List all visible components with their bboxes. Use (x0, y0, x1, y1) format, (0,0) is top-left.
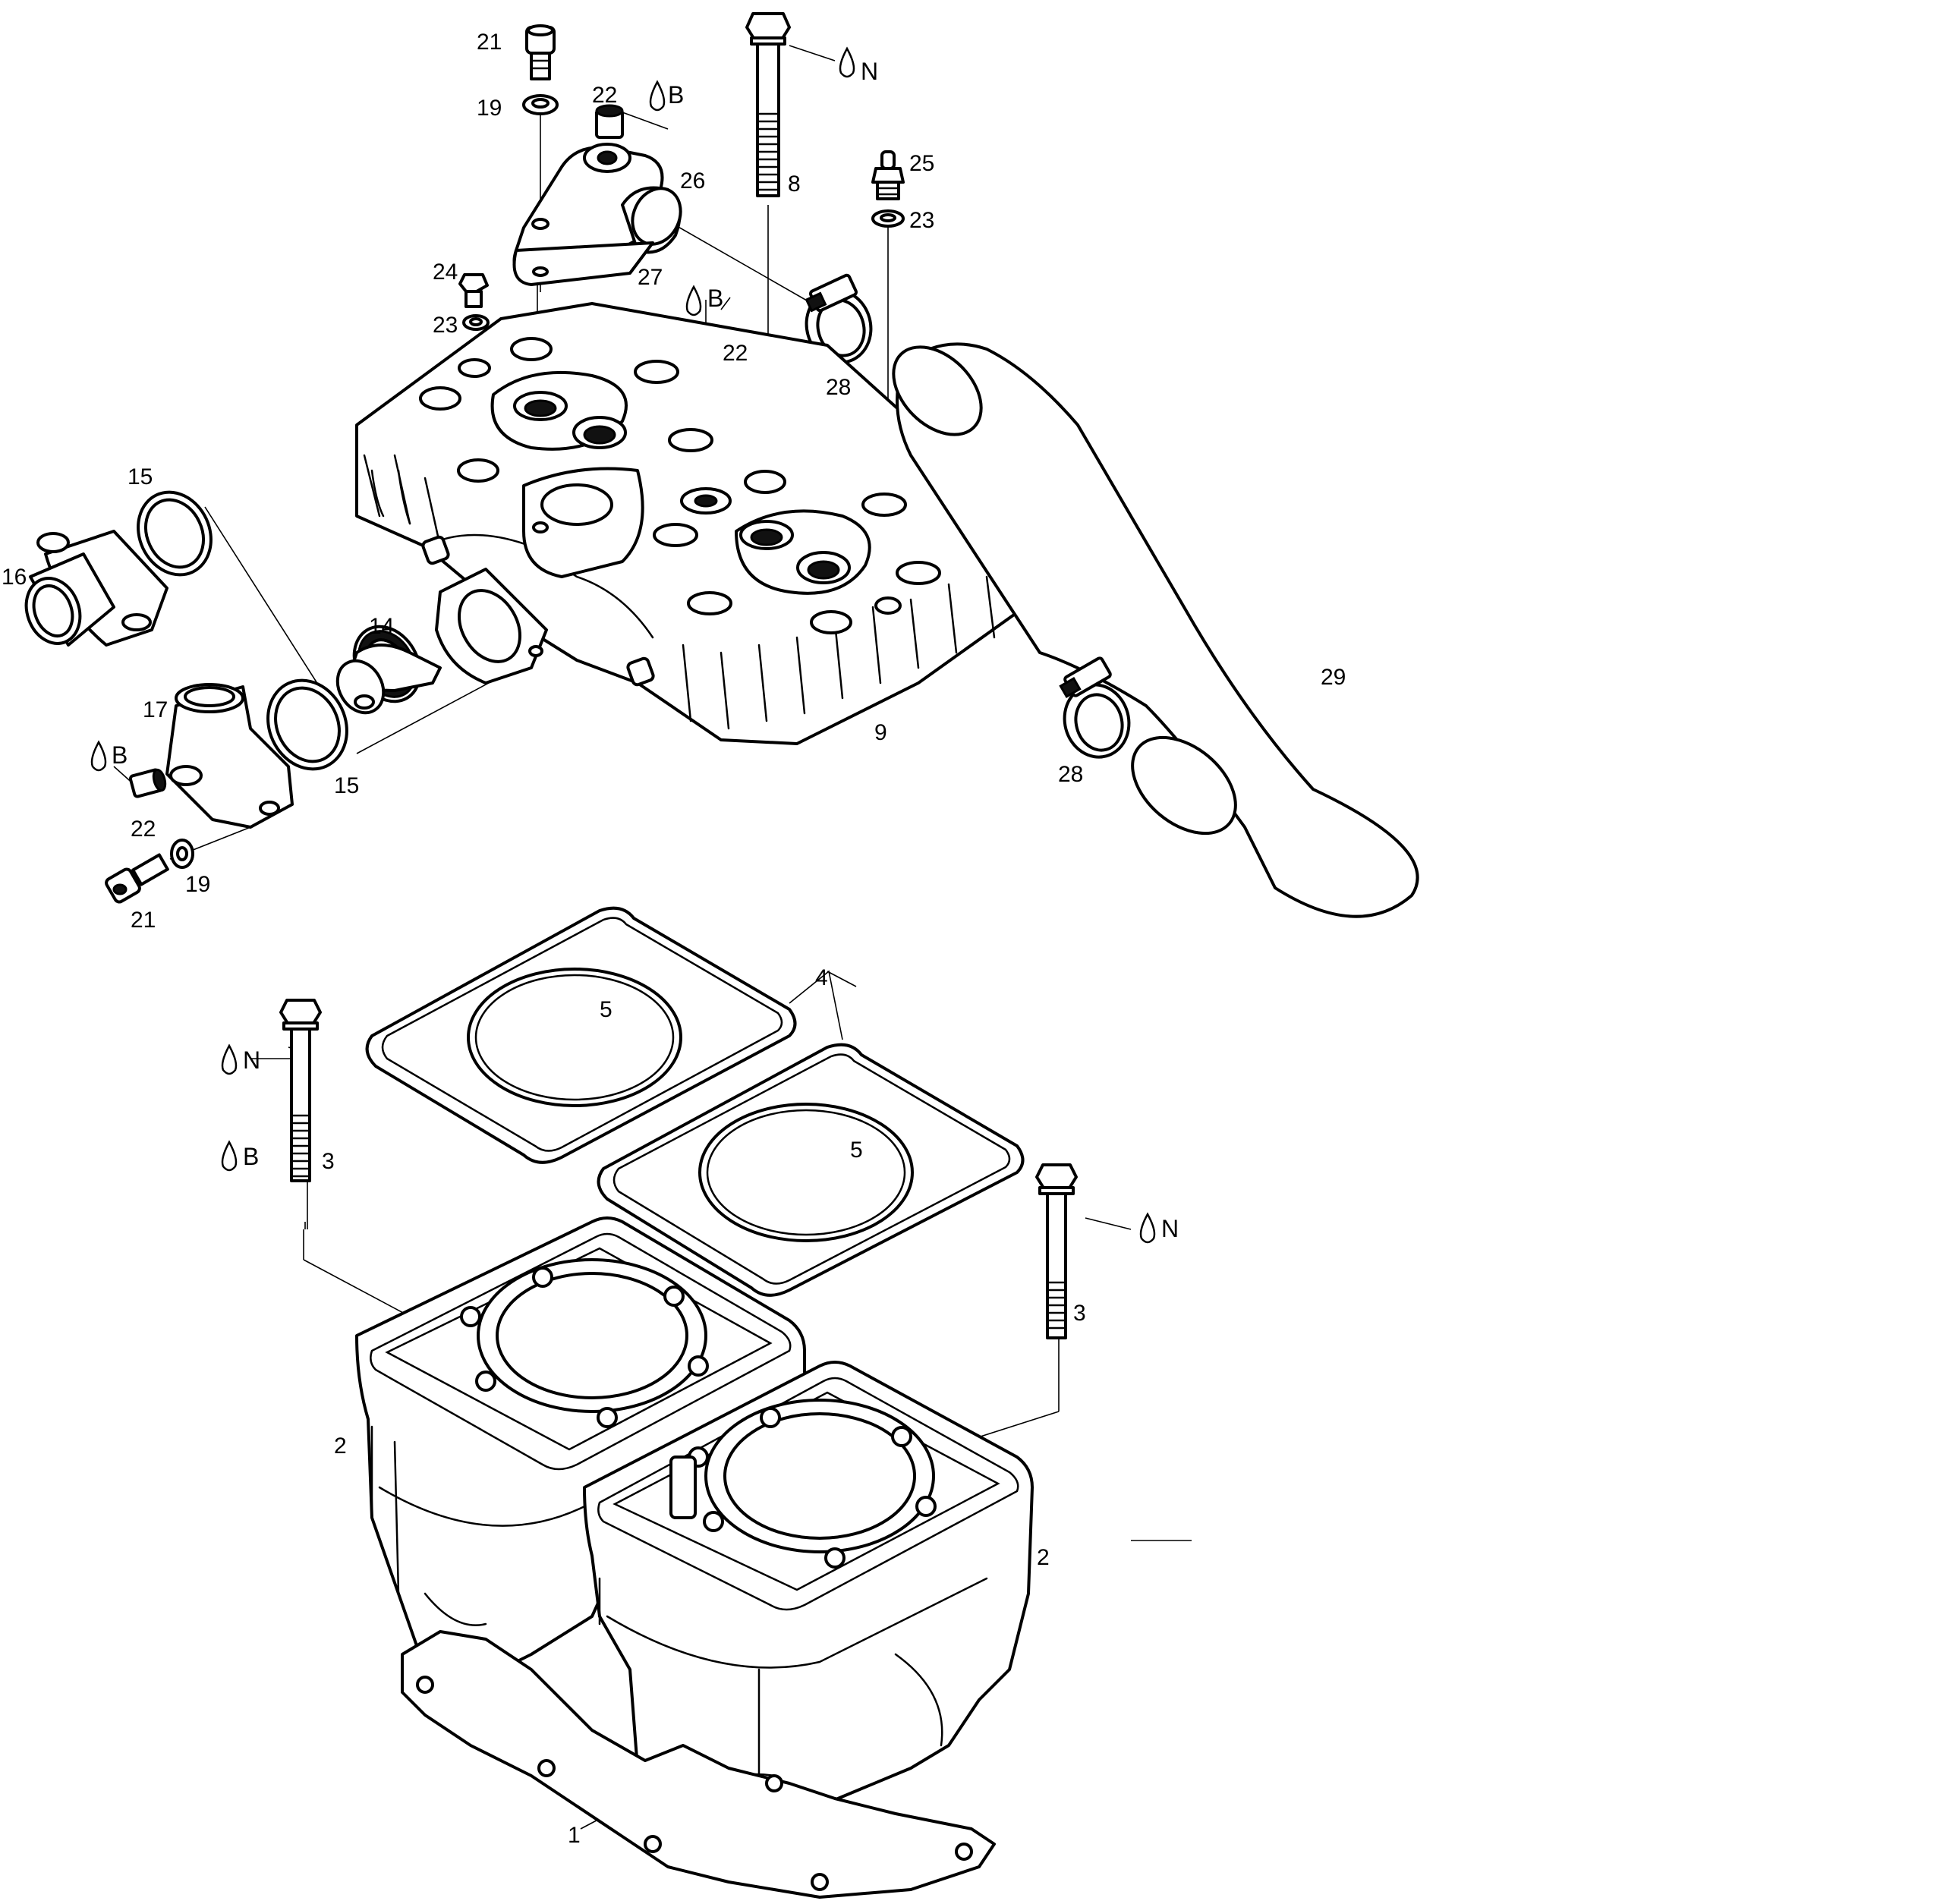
thermostat-housing-26 (512, 143, 682, 275)
plug-22-left (128, 768, 167, 798)
screw-21-bottom (105, 853, 169, 904)
oil-drop-icon (221, 1043, 238, 1075)
callout-label: 22 (592, 83, 617, 108)
callout-label: 22 (131, 817, 156, 842)
callout-label: 14 (369, 614, 394, 639)
callout-label: 28 (1058, 762, 1083, 787)
callout-label: 27 (638, 265, 663, 290)
oil-drop-icon (685, 285, 702, 316)
callout-label: 5 (850, 1138, 863, 1163)
callout-label: 2 (334, 1434, 347, 1459)
callout-label: 1 (568, 1823, 581, 1848)
head-gasket-4-right (597, 1043, 1025, 1297)
callout-label: 17 (143, 697, 168, 722)
cylinder-2-left (355, 1216, 806, 1686)
washer-19-bottom (170, 839, 194, 869)
oil-drop-icon (90, 740, 107, 772)
hose-clamp-28-bottom (1059, 656, 1131, 759)
plug-22-top (595, 104, 624, 139)
callout-label: 15 (128, 464, 153, 489)
callout-label: 4 (815, 965, 828, 990)
screw-24 (458, 273, 489, 308)
fitting-25 (871, 150, 905, 200)
callout-label: 21 (477, 30, 502, 55)
callout-label: 3 (322, 1149, 335, 1174)
washer-19-top (522, 94, 559, 115)
lubricant-symbol: N (1161, 1215, 1179, 1242)
cylinder-2-right (583, 1361, 1034, 1815)
hose-29 (892, 342, 1419, 918)
washer-23-left (462, 314, 490, 331)
callout-label: 5 (600, 997, 613, 1022)
gasket-27 (512, 241, 654, 286)
callout-label: 24 (433, 260, 458, 285)
callout-label: 19 (185, 872, 210, 897)
callout-label: 2 (1037, 1545, 1050, 1570)
lubricant-symbol: B (112, 741, 128, 769)
callout-label: 29 (1321, 665, 1346, 690)
callout-label: 3 (1073, 1301, 1086, 1326)
callout-label: 25 (909, 151, 934, 176)
o-ring-15-top (137, 490, 213, 577)
callout-label: 15 (334, 773, 359, 798)
lubricant-symbol: B (707, 285, 723, 312)
callout-label: 8 (788, 172, 801, 197)
callout-label: 28 (826, 375, 851, 400)
head-gasket-4-left (365, 906, 797, 1164)
callout-label: 21 (131, 908, 156, 933)
thermostat-14 (335, 625, 442, 715)
callout-label: 23 (433, 313, 458, 338)
callout-label: 26 (680, 168, 705, 194)
oil-drop-icon (221, 1140, 238, 1172)
lubricant-symbol: N (861, 58, 878, 85)
bolt-3-right (1035, 1163, 1078, 1339)
screw-21-top (525, 24, 556, 80)
oil-drop-icon (839, 46, 855, 78)
callout-label: 9 (874, 720, 887, 745)
lubricant-symbol: N (243, 1046, 260, 1074)
cylinder-head-9 (355, 302, 1026, 745)
bolt-8 (745, 12, 791, 197)
washer-23-right (871, 209, 905, 228)
elbow-16 (24, 530, 168, 647)
o-ring-15-bottom (266, 678, 348, 771)
oil-drop-icon (1139, 1212, 1156, 1244)
elbow-17 (165, 683, 294, 829)
lubricant-symbol: B (668, 81, 684, 109)
lubricant-symbol: B (243, 1143, 259, 1170)
oil-drop-icon (649, 80, 666, 112)
callout-label: 23 (909, 208, 934, 233)
callout-label: 22 (723, 341, 748, 366)
base-gasket-1 (401, 1630, 996, 1899)
callout-label: 16 (2, 565, 27, 590)
callout-label: 19 (477, 96, 502, 121)
bolt-3-left (279, 999, 322, 1182)
